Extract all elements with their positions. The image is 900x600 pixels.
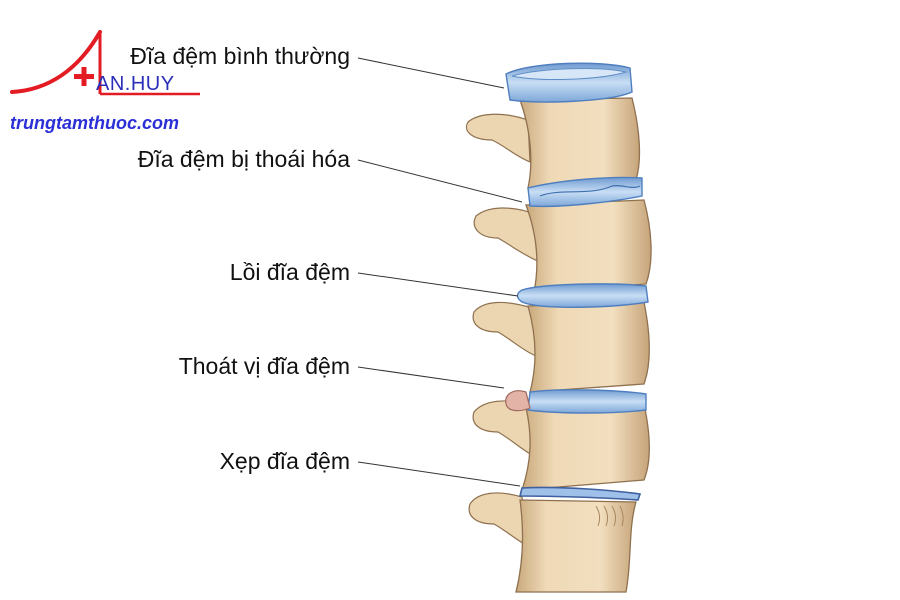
label-collapsed-disc: Xẹp đĩa đệm <box>219 448 350 474</box>
herniation-bulge <box>505 390 531 412</box>
vertebra-2 <box>525 199 652 293</box>
leader-line-2 <box>357 159 523 203</box>
logo-swoosh <box>10 30 102 94</box>
label-bulging-disc: Lồi đĩa đệm <box>229 259 350 285</box>
disc-herniated <box>527 389 647 414</box>
spinous-process-4 <box>472 400 535 458</box>
vertebra-5 <box>515 499 637 593</box>
spinous-process-5 <box>468 492 529 548</box>
leader-line-1 <box>357 57 505 89</box>
leader-line-4 <box>357 366 505 389</box>
spinous-process-3 <box>472 301 537 357</box>
label-herniated-disc: Thoát vị đĩa đệm <box>178 353 350 379</box>
label-degenerated-disc: Đĩa đệm bị thoái hóa <box>137 146 350 172</box>
disc-normal-rim <box>511 68 628 80</box>
collapse-folds <box>595 505 624 527</box>
disc-bulging <box>516 283 649 308</box>
spinous-process-1 <box>465 113 531 163</box>
leader-line-5 <box>357 461 521 487</box>
website-url[interactable]: trungtamthuoc.com <box>10 113 179 133</box>
spinous-process-2 <box>473 207 541 263</box>
disc-collapsed <box>518 486 642 501</box>
label-normal-disc: Đĩa đệm bình thường <box>130 43 350 69</box>
medical-cross-icon <box>74 67 94 86</box>
vertebra-3 <box>527 301 650 393</box>
vertebra-1 <box>519 97 641 189</box>
brand-name: AN.HUY <box>96 73 175 95</box>
disc-degenerated-crack <box>539 184 641 197</box>
brand-logo <box>10 30 200 96</box>
vertebra-4 <box>521 403 650 491</box>
leader-line-3 <box>357 272 519 297</box>
